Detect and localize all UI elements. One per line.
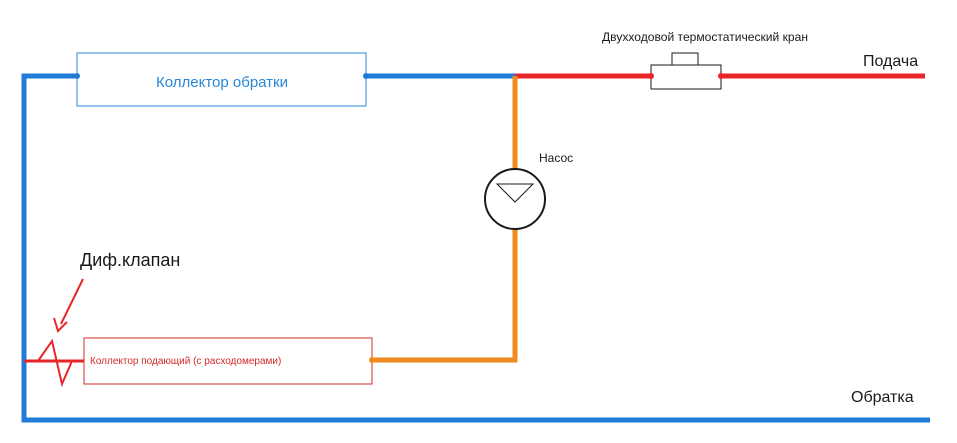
return-collector-box (76, 52, 367, 107)
thermo-valve-port-right (718, 73, 724, 79)
diff-valve-arrow-head-icon (53, 317, 68, 333)
return-collector-label: Коллектор обратки (156, 74, 288, 91)
thermo-valve-port-left (648, 73, 654, 79)
return-collector-port-left (74, 73, 80, 79)
diff-valve-zigzag-icon (37, 338, 73, 388)
supply-collector-port (369, 357, 375, 363)
diff-valve-arrow-line (60, 278, 84, 325)
return-pipe-left-loop (21, 73, 930, 423)
thermo-valve-label: Двухходовой термостатический кран (602, 30, 808, 44)
pump-pipe-lower (372, 226, 518, 363)
supply-collector-label: Коллектор подающий (с расходомерами) (90, 356, 281, 367)
diff-valve-label: Диф.клапан (80, 250, 180, 270)
supply-label: Подача (863, 53, 918, 70)
pump-label: Насос (539, 151, 573, 165)
pump-triangle-icon (495, 183, 535, 203)
return-collector-port-right (363, 73, 369, 79)
return-label: Обратка (851, 389, 914, 406)
thermo-valve-head (671, 52, 699, 66)
thermo-valve-body (650, 64, 722, 90)
